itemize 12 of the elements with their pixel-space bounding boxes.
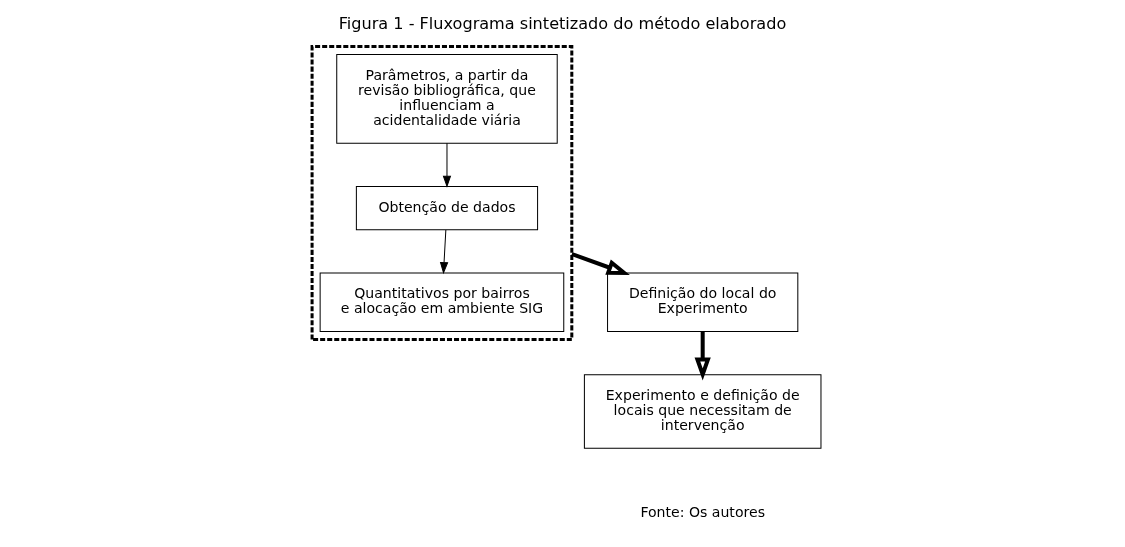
caption: Fonte: Os autores [640,503,765,520]
arrow [442,142,452,188]
node-box: Parâmetros, a partir da revisão bibliográfica, que influenciam a acidentalidade viária [336,54,558,144]
diagram-title: Figura 1 - Fluxograma sintetizado do método elaborado [338,14,787,34]
node-box: Definição do local do Experimento [607,272,799,332]
node-box: Experimento e definição de locais que necessitam de intervenção [583,374,822,449]
cluster [310,45,574,341]
arrow [694,331,711,381]
arrow [439,229,449,275]
arrow [571,252,630,275]
node-box: Quantitativos por bairros e alocação em ambiente SIG [319,272,565,332]
node-box: Obtenção de dados [355,185,539,231]
